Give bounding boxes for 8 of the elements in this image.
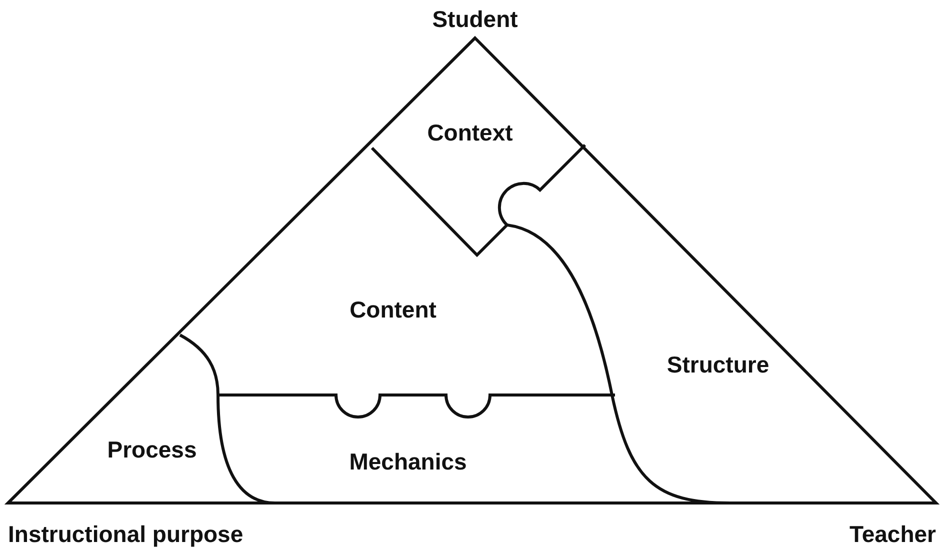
corner-label: Teacher [849,521,936,548]
corner-label: Student [432,6,518,33]
corner-label: Instructional purpose [8,521,244,548]
puzzle-piece-label: Structure [666,352,770,378]
puzzle-piece-label: Process [107,436,197,464]
puzzle-piece-label: Context [427,120,513,146]
puzzle-piece-label: Content [350,296,436,324]
puzzle-piece-label: Mechanics [349,448,467,476]
